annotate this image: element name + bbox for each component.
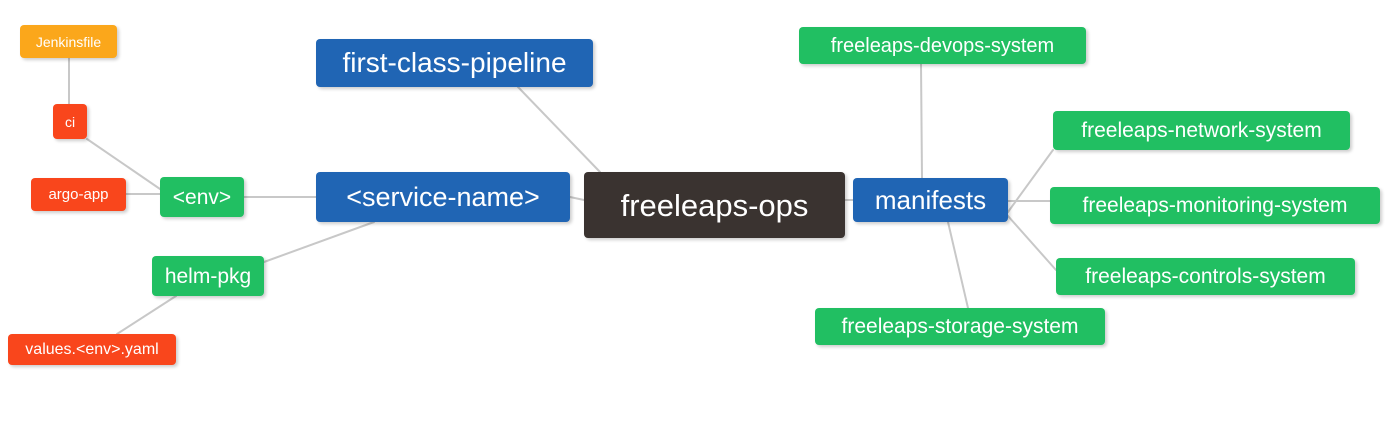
mindmap-node-label: <service-name> — [346, 181, 540, 212]
edge-manifests-to-freeleaps-storage-system — [947, 221, 969, 309]
mindmap-node-label: argo-app — [48, 186, 109, 203]
edge-manifests-to-freeleaps-network-system — [1007, 149, 1054, 213]
mindmap-node-manifests[interactable]: manifests — [853, 178, 1008, 222]
mindmap-node-ci[interactable]: ci — [53, 104, 87, 139]
mindmap-node-label: values.<env>.yaml — [25, 340, 159, 358]
mindmap-node-label: freeleaps-monitoring-system — [1082, 194, 1348, 217]
mindmap-node-argo-app[interactable]: argo-app — [31, 178, 126, 211]
edge-helm-pkg-to-values-env-yaml — [116, 295, 177, 335]
edge-freeleaps-ops-to-first-class-pipeline — [517, 86, 601, 173]
mindmap-node-label: helm-pkg — [164, 264, 252, 288]
mindmap-node-freeleaps-controls-system[interactable]: freeleaps-controls-system — [1056, 258, 1355, 295]
mindmap-node-freeleaps-storage-system[interactable]: freeleaps-storage-system — [815, 308, 1105, 345]
mindmap-node-label: freeleaps-ops — [620, 187, 809, 223]
mindmap-node-label: freeleaps-devops-system — [830, 34, 1055, 57]
mindmap-node-label: freeleaps-controls-system — [1085, 265, 1326, 288]
mindmap-node-first-class-pipeline[interactable]: first-class-pipeline — [316, 39, 593, 87]
mindmap-node-label: first-class-pipeline — [342, 47, 567, 78]
mindmap-node-env[interactable]: <env> — [160, 177, 244, 217]
mindmap-node-jenkinsfile[interactable]: Jenkinsfile — [20, 25, 117, 58]
edge-service-name-to-helm-pkg — [263, 221, 375, 263]
mindmap-node-label: <env> — [172, 185, 232, 209]
mindmap-node-values-env-yaml[interactable]: values.<env>.yaml — [8, 334, 176, 365]
mindmap-node-helm-pkg[interactable]: helm-pkg — [152, 256, 264, 296]
mindmap-node-service-name[interactable]: <service-name> — [316, 172, 570, 222]
edge-manifests-to-freeleaps-devops-system — [920, 63, 923, 179]
mindmap-node-label: manifests — [874, 185, 987, 215]
mindmap-node-label: ci — [64, 113, 76, 130]
mindmap-node-label: freeleaps-network-system — [1081, 119, 1322, 142]
edge-freeleaps-ops-to-service-name — [569, 196, 585, 201]
mindmap-node-freeleaps-ops[interactable]: freeleaps-ops — [584, 172, 845, 238]
mindmap-node-freeleaps-network-system[interactable]: freeleaps-network-system — [1053, 111, 1350, 150]
edge-manifests-to-freeleaps-controls-system — [1007, 215, 1057, 271]
mindmap-node-freeleaps-devops-system[interactable]: freeleaps-devops-system — [799, 27, 1086, 64]
mindmap-node-label: freeleaps-storage-system — [841, 315, 1079, 338]
mindmap-node-freeleaps-monitoring-system[interactable]: freeleaps-monitoring-system — [1050, 187, 1380, 224]
mindmap-node-label: Jenkinsfile — [35, 33, 102, 50]
